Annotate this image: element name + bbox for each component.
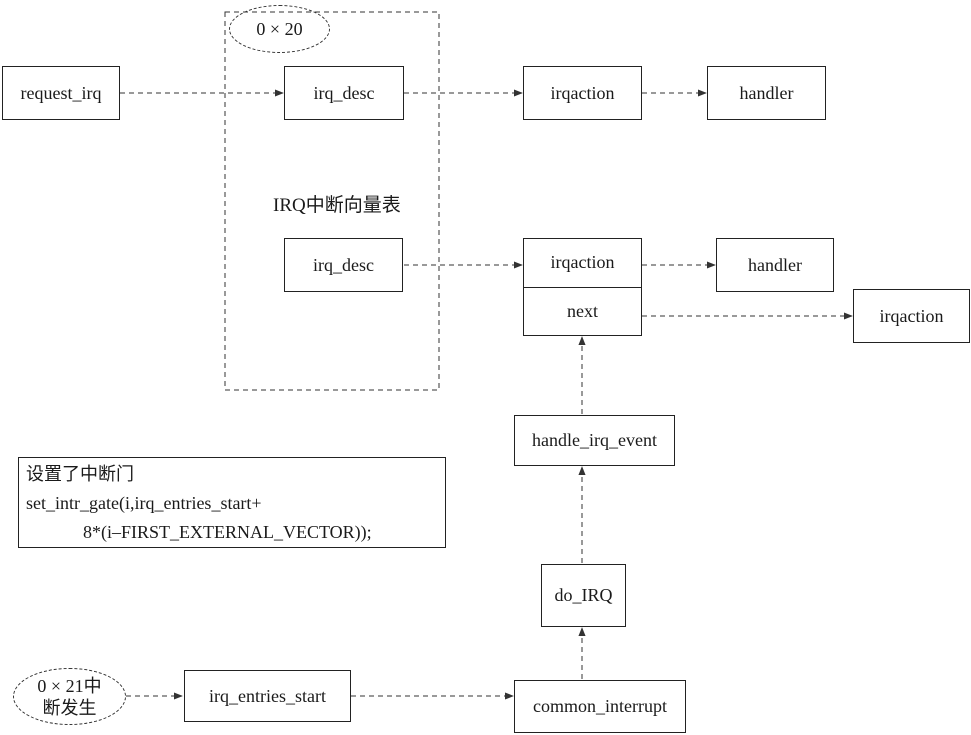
irqaction-mid-box: irqaction next: [523, 238, 642, 336]
gate-note-heading: 设置了中断门: [26, 464, 134, 484]
handle-irq-event-box: handle_irq_event: [514, 415, 675, 466]
common-interrupt-box: common_interrupt: [514, 680, 686, 733]
next-field: next: [524, 286, 641, 336]
gate-note-code-line2: 8*(i–FIRST_EXTERNAL_VECTOR));: [83, 522, 372, 542]
vector-0x20-ellipse: 0 × 20: [229, 5, 330, 53]
set-intr-gate-note: 设置了中断门 set_intr_gate(i,irq_entries_start…: [18, 457, 446, 548]
interrupt-0x21-ellipse: 0 × 21中 断发生: [13, 668, 126, 725]
irqaction-mid-label: irqaction: [550, 252, 615, 273]
irq-entries-start-box: irq_entries_start: [184, 670, 351, 722]
irqaction-right-box: irqaction: [853, 289, 970, 343]
gate-note-code-line1: set_intr_gate(i,irq_entries_start+: [26, 493, 262, 513]
handler-mid-box: handler: [716, 238, 834, 292]
request-irq-box: request_irq: [2, 66, 120, 120]
vector-table-frame: [224, 11, 440, 391]
do-irq-box: do_IRQ: [541, 564, 626, 627]
vector-table-title: IRQ中断向量表: [273, 195, 401, 216]
handler-top-box: handler: [707, 66, 826, 120]
irqaction-top-box: irqaction: [523, 66, 642, 120]
vector-0x20-label: 0 × 20: [256, 19, 303, 39]
irq-desc-mid-box: irq_desc: [284, 238, 403, 292]
irq-desc-top-box: irq_desc: [284, 66, 404, 120]
